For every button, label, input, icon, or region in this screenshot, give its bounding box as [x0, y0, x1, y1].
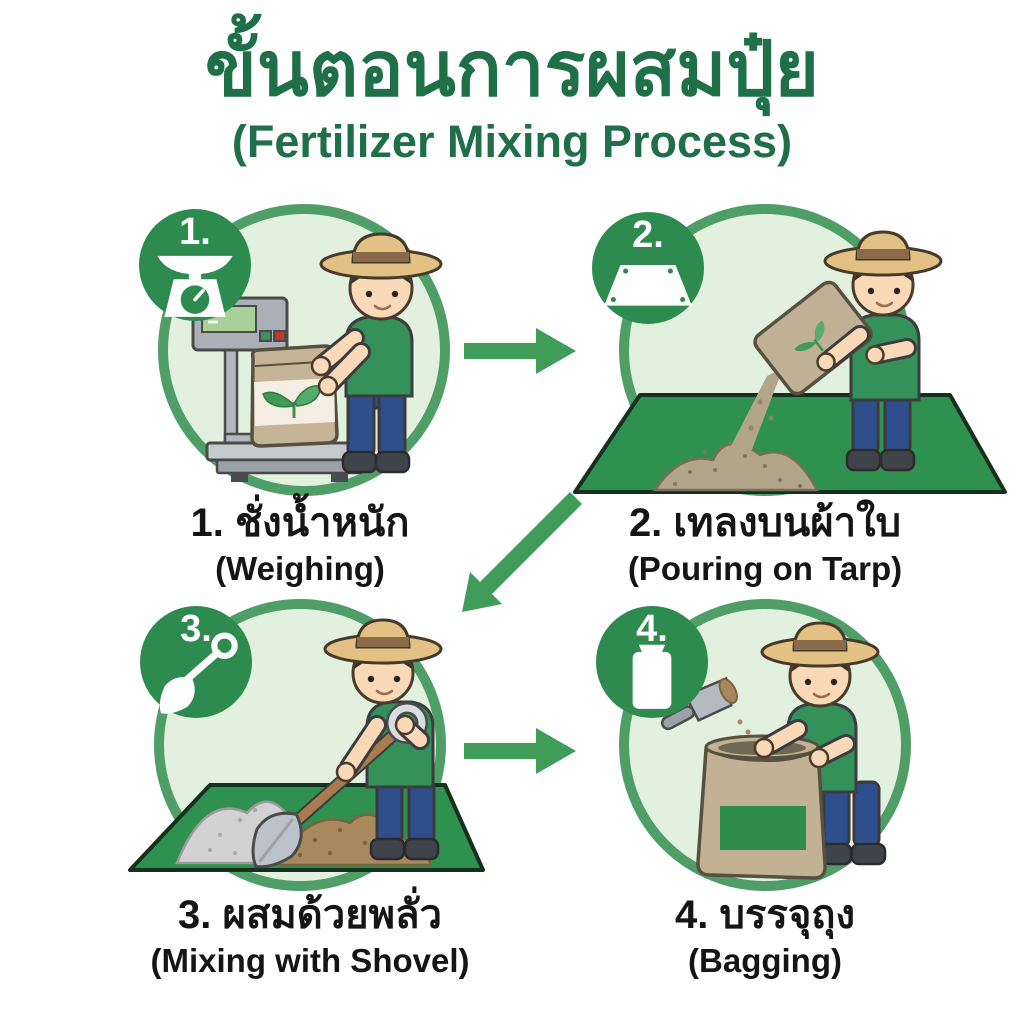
step3-mixing-illustration	[128, 618, 485, 872]
step4-bagging-illustration	[660, 621, 887, 880]
title-block: ขั้นตอนการผสมปุ๋ย (Fertilizer Mixing Pro…	[0, 22, 1024, 167]
step3-number: 3.	[180, 608, 212, 650]
step4-number: 4.	[636, 608, 668, 650]
shovel-icon	[159, 632, 238, 714]
fertilizer-bag-icon	[632, 644, 672, 709]
step2-label: 2. เทลงบนผ้าใบ (Pouring on Tarp)	[525, 498, 1005, 589]
step3-badge: 3.	[140, 606, 252, 718]
step1-label-english: (Weighing)	[215, 550, 385, 587]
page-title-thai: ขั้นตอนการผสมปุ๋ย	[204, 27, 820, 112]
step4-label-thai: 4. บรรจุถุง	[674, 893, 856, 937]
arrow-down-left-icon	[462, 492, 582, 612]
step4-label-english: (Bagging)	[688, 942, 842, 979]
step1-weighing-illustration	[191, 232, 443, 482]
page-title-english: (Fertilizer Mixing Process)	[231, 116, 793, 167]
arrow-right-icon	[464, 728, 576, 774]
step3-label: 3. ผสมด้วยพลั่ว (Mixing with Shovel)	[70, 890, 550, 981]
step4-badge: 4.	[596, 606, 708, 718]
step3-label-thai: 3. ผสมด้วยพลั่ว	[178, 893, 442, 937]
step1-badge: 1.	[139, 209, 251, 321]
step4-label: 4. บรรจุถุง (Bagging)	[525, 890, 1005, 981]
step2-badge: 2.	[592, 212, 704, 324]
step1-label: 1. ชั่งน้ำหนัก (Weighing)	[60, 498, 540, 589]
step2-label-english: (Pouring on Tarp)	[627, 550, 903, 587]
step2-label-thai: 2. เทลงบนผ้าใบ	[628, 501, 902, 545]
step3-label-english: (Mixing with Shovel)	[150, 942, 470, 979]
weighing-scale-icon	[157, 255, 233, 317]
tarp-icon	[604, 264, 692, 306]
step2-number: 2.	[632, 214, 664, 256]
step1-label-thai: 1. ชั่งน้ำหนัก	[190, 501, 410, 545]
arrow-right-icon	[464, 328, 576, 374]
step1-number: 1.	[179, 211, 211, 253]
step2-pouring-illustration	[573, 230, 1007, 494]
